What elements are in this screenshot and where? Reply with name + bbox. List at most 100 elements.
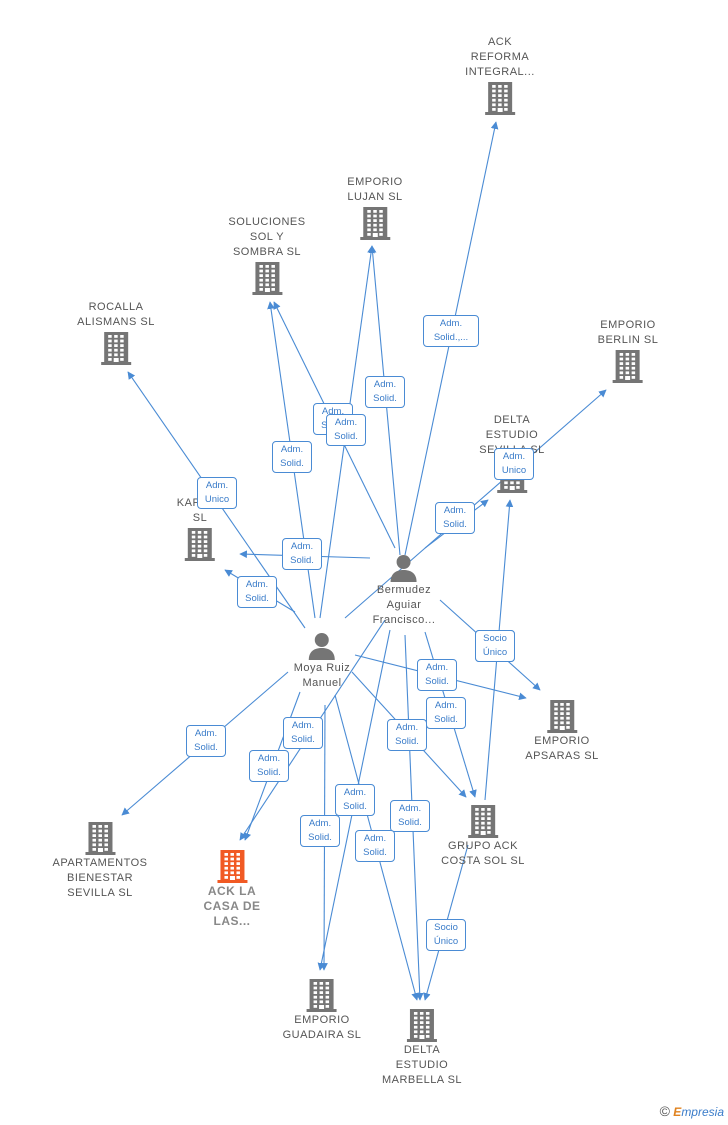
node-label-line: ACK LA xyxy=(207,884,257,898)
role-badge-line: Adm. xyxy=(291,720,315,731)
role-badge-line: Adm. xyxy=(290,541,314,552)
copyright-symbol: © xyxy=(659,1103,670,1119)
role-badge-line: Adm. xyxy=(194,728,218,739)
role-badge[interactable]: Adm.Solid. xyxy=(300,815,340,847)
node-label-line: CASA DE xyxy=(203,899,261,913)
role-badge-line: Único xyxy=(433,936,459,947)
building-icon xyxy=(306,979,337,1012)
role-badge-line: Adm. xyxy=(425,662,449,673)
node-label: EMPORIO APSARAS SL xyxy=(525,734,598,764)
edge-moya-to-emporio_berlin xyxy=(344,389,607,619)
role-badge-line: Adm. xyxy=(280,444,304,455)
role-badge[interactable]: Adm. Solid. xyxy=(365,376,405,408)
role-badge[interactable]: Adm.Solid. xyxy=(426,697,466,729)
role-badge[interactable]: Adm. Solid. xyxy=(283,717,323,749)
role-badge-line: Solid. xyxy=(194,742,218,753)
building-icon xyxy=(217,850,247,883)
node-label-line: SEVILLA SL xyxy=(67,887,133,899)
role-badge-line: Adm. xyxy=(363,833,387,844)
role-badge-line: Solid. xyxy=(363,847,387,858)
role-badge-line: Solid. xyxy=(245,593,269,604)
role-badge-line: Adm. xyxy=(343,787,367,798)
role-badge[interactable]: Adm.Unico xyxy=(197,477,237,509)
brand-footer[interactable]: © Empresia xyxy=(660,1103,724,1119)
role-badge-line: Adm. xyxy=(373,379,397,390)
node-label-line: GUADAIRA SL xyxy=(282,1029,362,1041)
node-label-line: SOLUCIONES xyxy=(228,216,306,228)
node-label-line: MARBELLA SL xyxy=(381,1074,463,1086)
role-badge-line: Solid. xyxy=(425,676,449,687)
node-label-line: EMPORIO xyxy=(534,735,590,747)
node-label-line: ROCALLA xyxy=(88,301,144,313)
role-badge[interactable]: Adm. Solid. xyxy=(335,784,375,816)
role-badge[interactable]: Adm. Solid. xyxy=(417,659,457,691)
node-label-line: Francisco... xyxy=(372,614,436,626)
node-label-line: ALISMANS SL xyxy=(77,316,155,328)
role-badge[interactable]: Adm. Solid. xyxy=(186,725,226,757)
role-badge-line: Solid. xyxy=(308,832,332,843)
role-badge-line: Solid. xyxy=(395,736,419,747)
node-label-line: LAS... xyxy=(213,914,251,928)
node-label-line: Aguiar xyxy=(386,599,422,611)
node-label-line: APSARAS SL xyxy=(525,750,599,762)
node-label-line: Moya Ruiz xyxy=(293,662,351,674)
role-badge[interactable]: Adm.Solid. xyxy=(387,719,427,751)
role-badge-line: Socio xyxy=(483,633,507,644)
role-badge[interactable]: Adm.Unico xyxy=(494,448,534,480)
building-icon xyxy=(184,528,215,561)
node-label-line: REFORMA xyxy=(470,51,530,63)
node-emporio-apsaras[interactable]: EMPORIO APSARAS SL xyxy=(525,698,598,764)
role-badge-line: Adm. xyxy=(398,803,422,814)
node-label-line: SL xyxy=(192,512,208,524)
node-emporio-guadaira[interactable]: EMPORIO GUADAIRA SL xyxy=(283,977,362,1043)
node-label: EMPORIO GUADAIRA SL xyxy=(283,1013,362,1043)
node-label-line: EMPORIO xyxy=(294,1014,350,1026)
role-badge[interactable]: Adm.Solid. xyxy=(435,502,475,534)
role-badge-line: Adm. xyxy=(434,700,458,711)
node-label-line: ESTUDIO xyxy=(395,1059,449,1071)
role-badge[interactable]: Adm.Solid.,... xyxy=(423,315,479,347)
person-icon xyxy=(390,555,417,582)
role-badge[interactable]: Adm. Solid. xyxy=(355,830,395,862)
node-rocalla[interactable]: ROCALLA ALISMANS SL xyxy=(77,300,155,366)
role-badge-line: Adm. xyxy=(439,318,463,329)
role-badge-line: Solid. xyxy=(290,555,314,566)
brand-logo-text: mpresia xyxy=(681,1105,724,1119)
node-label-line: SOL Y xyxy=(249,231,285,243)
role-badge[interactable]: Adm.Solid. xyxy=(272,441,312,473)
building-icon xyxy=(546,700,577,733)
node-label-line: ESTUDIO xyxy=(485,429,539,441)
node-label-line: GRUPO ACK xyxy=(448,840,518,852)
role-badge[interactable]: Adm. Solid. xyxy=(282,538,322,570)
role-badge[interactable]: Adm.Solid. xyxy=(326,414,366,446)
person-icon xyxy=(309,633,335,660)
role-badge-line: Solid. xyxy=(343,801,367,812)
role-badge-line: Solid. xyxy=(373,393,397,404)
role-badge[interactable]: Adm.Solid. xyxy=(237,576,277,608)
role-badge[interactable]: Adm.Solid. xyxy=(390,800,430,832)
role-badge-line: Solid. xyxy=(291,734,315,745)
node-label-line: EMPORIO xyxy=(347,176,403,188)
role-badge-line: Solid. xyxy=(334,431,358,442)
node-label-line: BERLIN SL xyxy=(597,334,659,346)
role-badge[interactable]: Adm.Solid. xyxy=(249,750,289,782)
